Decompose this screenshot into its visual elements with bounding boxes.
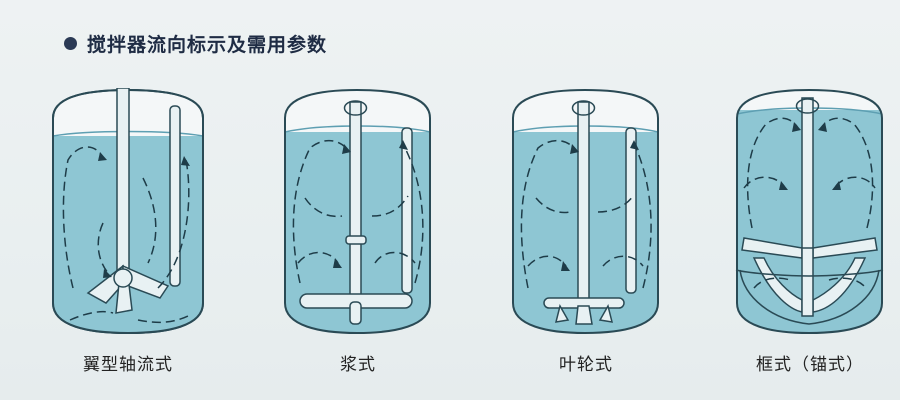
diagram-turbine [508, 88, 663, 336]
flow-arrowheads [561, 140, 639, 271]
shaft [116, 88, 130, 279]
diagram-paddle [280, 88, 435, 336]
caption-paddle: 浆式 [340, 355, 376, 375]
tank-turbine-svg [512, 88, 659, 335]
bullet-icon [64, 37, 77, 50]
section-title: 搅拌器流向标示及需用参数 [87, 34, 328, 56]
flow-arrowheads [779, 122, 841, 190]
flow-arrows [62, 146, 190, 324]
hydrofoil-impeller [86, 264, 170, 314]
baffle [625, 127, 637, 294]
baffle [169, 105, 181, 287]
flow-arrows [520, 139, 652, 289]
anchor-impeller [735, 237, 884, 325]
caption-turbine: 叶轮式 [559, 355, 613, 375]
turbine-impeller [543, 297, 625, 325]
tank-hydrofoil-svg [52, 88, 204, 335]
tank-anchor-svg [735, 88, 884, 335]
tank-paddle-svg [284, 88, 431, 335]
caption-hydrofoil: 翼型轴流式 [83, 355, 173, 375]
diagram-anchor [732, 88, 887, 336]
baffle [401, 127, 413, 294]
diagram-hydrofoil [48, 88, 208, 336]
section-header: 搅拌器流向标示及需用参数 [64, 30, 327, 57]
flow-arrowheads [333, 140, 408, 268]
paddle-impeller [299, 293, 413, 325]
caption-anchor: 框式（锚式） [756, 355, 864, 375]
flow-arrowheads [98, 152, 190, 278]
